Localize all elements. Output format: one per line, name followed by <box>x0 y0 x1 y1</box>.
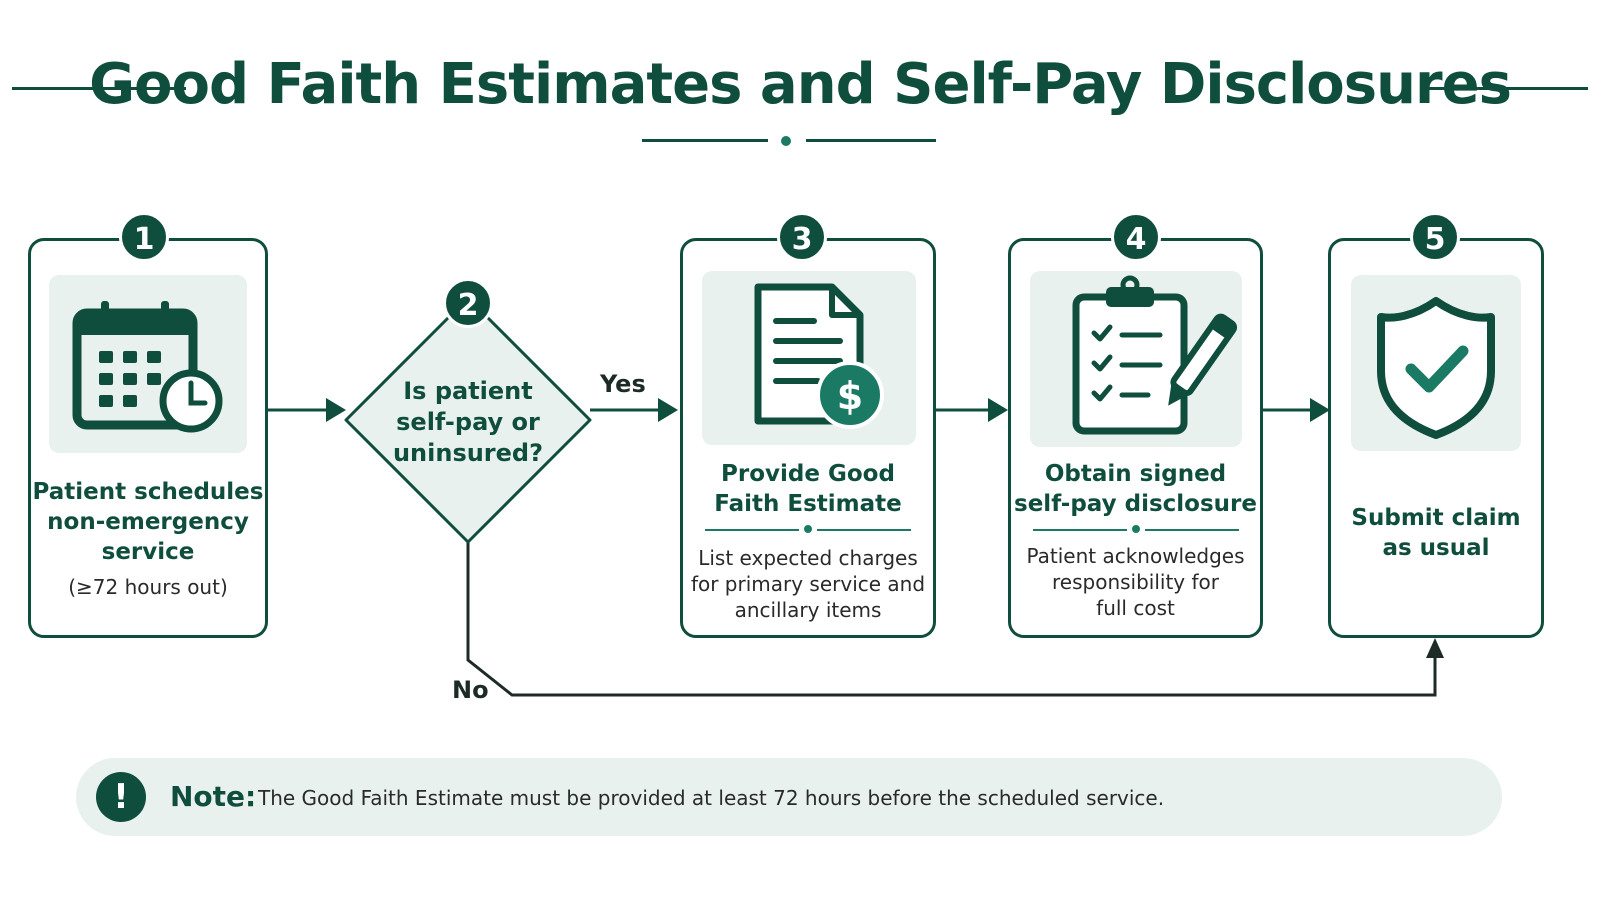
shield-check-icon <box>1377 297 1495 439</box>
step-1-heading: Patient schedules non-emergency service <box>32 479 264 565</box>
step-2-badge: 2 <box>443 278 493 328</box>
step-2-question: Is patient self-pay or uninsured? <box>392 377 544 467</box>
title-underline-left <box>642 139 768 142</box>
arrowhead-2-to-3 <box>658 398 678 422</box>
step-4-heading: Obtain signed self-pay disclosure <box>1014 461 1257 517</box>
step-3-card: $ Provide Good Faith Estimate List expec… <box>680 238 936 638</box>
step-4-separator-right <box>1145 529 1239 531</box>
step-4-icon-panel <box>1030 271 1242 447</box>
title-underline-right <box>806 139 936 142</box>
step-3-icon-panel: $ <box>702 271 916 445</box>
arrowhead-4-to-5 <box>1310 398 1330 422</box>
title-underline-dot <box>781 136 791 146</box>
clipboard-pen-icon <box>1072 275 1238 435</box>
step-3-badge: 3 <box>777 212 827 262</box>
title-rule-left <box>12 87 186 90</box>
decision-diamond <box>344 296 592 544</box>
document-dollar-icon: $ <box>754 283 884 429</box>
arrowhead-3-to-4 <box>988 398 1008 422</box>
step-3-body: List expected charges for primary servic… <box>690 546 926 622</box>
arrowhead-no-branch <box>1426 638 1444 658</box>
note-label: Note: <box>170 780 257 813</box>
step-3-heading: Provide Good Faith Estimate <box>714 461 902 517</box>
note-text: The Good Faith Estimate must be provided… <box>258 786 1165 810</box>
note-banner <box>76 758 1502 836</box>
arrow-no-branch <box>466 542 1437 697</box>
step-1-body: (≥72 hours out) <box>68 575 228 599</box>
step-4-separator-dot <box>1132 525 1140 533</box>
arrowhead-1-to-2 <box>326 398 346 422</box>
page-title: Good Faith Estimates and Self-Pay Disclo… <box>89 52 1512 117</box>
step-3-separator-right <box>817 529 911 531</box>
yes-label: Yes <box>600 370 646 398</box>
step-4-body: Patient acknowledges responsibility for … <box>1026 544 1245 620</box>
step-5-icon-panel <box>1351 275 1521 451</box>
step-5-badge: 5 <box>1410 212 1460 262</box>
svg-text:$: $ <box>837 374 863 418</box>
step-4-card: Obtain signed self-pay disclosure Patien… <box>1008 238 1263 638</box>
step-1-icon-panel <box>49 275 247 453</box>
calendar-clock-icon <box>72 301 223 433</box>
step-5-card: Submit claim as usual <box>1328 238 1544 638</box>
no-label: No <box>452 676 489 704</box>
step-1-card: Patient schedules non-emergency service … <box>28 238 268 638</box>
title-rule-right <box>1420 87 1588 90</box>
step-4-badge: 4 <box>1111 212 1161 262</box>
exclamation-icon: ! <box>96 772 146 822</box>
step-5-heading: Submit claim as usual <box>1351 505 1521 561</box>
step-4-separator-left <box>1033 529 1127 531</box>
step-3-separator-dot <box>804 525 812 533</box>
step-3-separator-left <box>705 529 799 531</box>
step-1-badge: 1 <box>119 212 169 262</box>
